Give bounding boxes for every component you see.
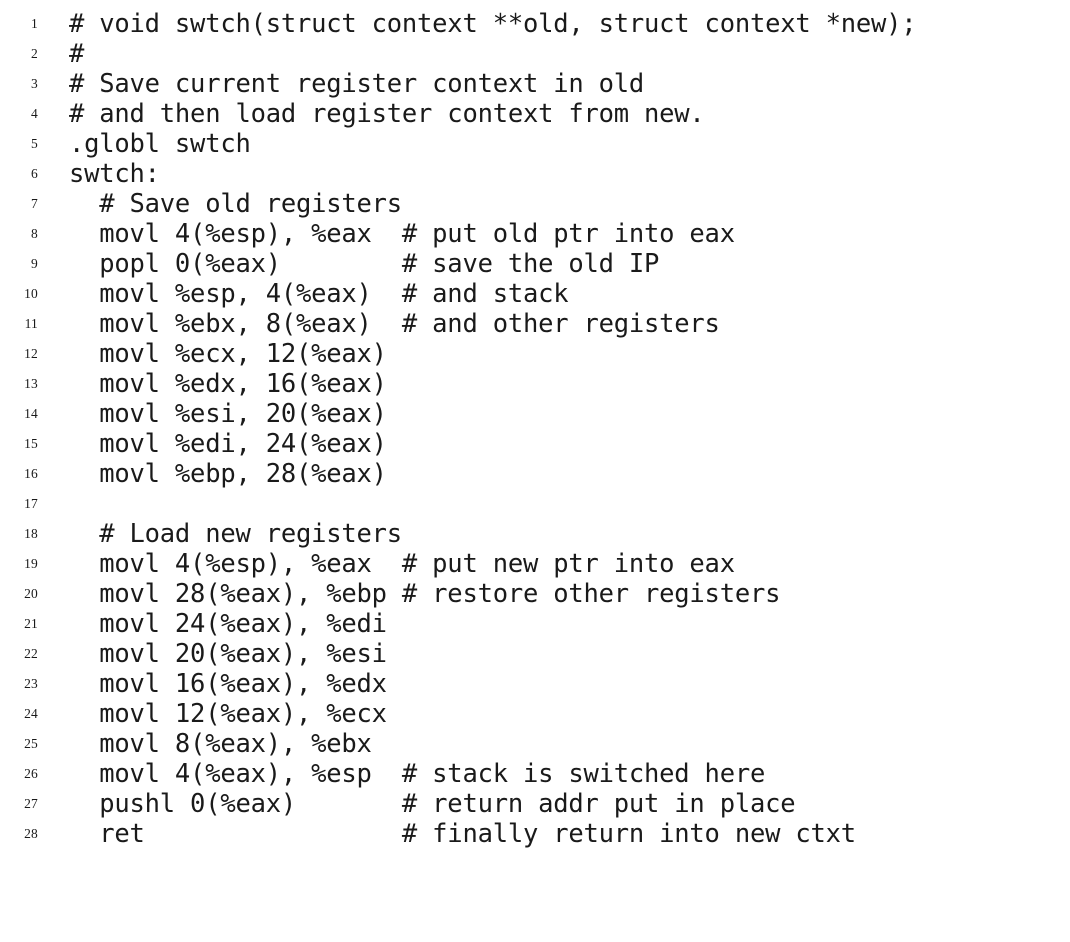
- line-number: 6: [31, 166, 38, 181]
- line-number: 12: [24, 346, 38, 361]
- line-code: movl 4(%esp), %eax # put old ptr into ea…: [69, 219, 735, 249]
- line-code: movl %edx, 16(%eax): [69, 369, 387, 399]
- line-number: 21: [24, 616, 38, 631]
- line-number: 10: [24, 286, 38, 301]
- code-line: 27 pushl 0(%eax) # return addr put in pl…: [0, 789, 1070, 819]
- line-number: 19: [24, 556, 38, 571]
- code-line: 5 .globl swtch: [0, 129, 1070, 159]
- code-line: 18 # Load new registers: [0, 519, 1070, 549]
- code-line: 26 movl 4(%eax), %esp # stack is switche…: [0, 759, 1070, 789]
- code-line: 2#: [0, 39, 1070, 69]
- line-code: #: [69, 39, 85, 69]
- line-code: movl %esi, 20(%eax): [69, 399, 387, 429]
- code-line: 21 movl 24(%eax), %edi: [0, 609, 1070, 639]
- code-line: 7 # Save old registers: [0, 189, 1070, 219]
- code-line: 14 movl %esi, 20(%eax): [0, 399, 1070, 429]
- line-code: # Load new registers: [69, 519, 402, 549]
- line-number: 18: [24, 526, 38, 541]
- line-code: movl 24(%eax), %edi: [69, 609, 387, 639]
- code-line: 17: [0, 489, 1070, 519]
- line-code: movl 16(%eax), %edx: [69, 669, 387, 699]
- code-line: 16 movl %ebp, 28(%eax): [0, 459, 1070, 489]
- line-code: movl 4(%esp), %eax # put new ptr into ea…: [69, 549, 735, 579]
- line-code: ret # finally return into new ctxt: [69, 819, 856, 849]
- code-line: 22 movl 20(%eax), %esi: [0, 639, 1070, 669]
- code-line: 24 movl 12(%eax), %ecx: [0, 699, 1070, 729]
- line-number: 15: [24, 436, 38, 451]
- line-number: 14: [24, 406, 38, 421]
- code-line: 23 movl 16(%eax), %edx: [0, 669, 1070, 699]
- line-number: 3: [31, 76, 38, 91]
- line-number: 1: [31, 16, 38, 31]
- code-line: 11 movl %ebx, 8(%eax) # and other regist…: [0, 309, 1070, 339]
- code-line: 28 ret # finally return into new ctxt: [0, 819, 1070, 849]
- line-number: 9: [31, 256, 38, 271]
- line-number: 16: [24, 466, 38, 481]
- code-line: 6 swtch:: [0, 159, 1070, 189]
- code-line: 25 movl 8(%eax), %ebx: [0, 729, 1070, 759]
- code-line: 12 movl %ecx, 12(%eax): [0, 339, 1070, 369]
- line-code: movl %esp, 4(%eax) # and stack: [69, 279, 569, 309]
- code-line: 3 # Save current register context in old: [0, 69, 1070, 99]
- line-number: 2: [31, 46, 38, 61]
- code-line: 10 movl %esp, 4(%eax) # and stack: [0, 279, 1070, 309]
- line-number: 7: [31, 196, 38, 211]
- line-number: 4: [31, 106, 38, 121]
- code-line: 19 movl 4(%esp), %eax # put new ptr into…: [0, 549, 1070, 579]
- line-number: 27: [24, 796, 38, 811]
- line-code: movl 4(%eax), %esp # stack is switched h…: [69, 759, 766, 789]
- code-line: 13 movl %edx, 16(%eax): [0, 369, 1070, 399]
- line-code: movl 12(%eax), %ecx: [69, 699, 387, 729]
- code-line: 15 movl %edi, 24(%eax): [0, 429, 1070, 459]
- line-code: popl 0(%eax) # save the old IP: [69, 249, 660, 279]
- line-number: 22: [24, 646, 38, 661]
- line-number: 11: [24, 316, 38, 331]
- line-code: # Save old registers: [69, 189, 402, 219]
- code-line: 20 movl 28(%eax), %ebp # restore other r…: [0, 579, 1070, 609]
- line-code: pushl 0(%eax) # return addr put in place: [69, 789, 796, 819]
- line-code: swtch:: [69, 159, 160, 189]
- line-code: # void swtch(struct context **old, struc…: [69, 9, 917, 39]
- line-number: 28: [24, 826, 38, 841]
- line-number: 8: [31, 226, 38, 241]
- code-line: 8 movl 4(%esp), %eax # put old ptr into …: [0, 219, 1070, 249]
- line-number: 24: [24, 706, 38, 721]
- line-code: .globl swtch: [69, 129, 251, 159]
- line-number: 13: [24, 376, 38, 391]
- line-code: movl %ebp, 28(%eax): [69, 459, 387, 489]
- line-code: # and then load register context from ne…: [69, 99, 705, 129]
- line-code: movl %ebx, 8(%eax) # and other registers: [69, 309, 720, 339]
- line-number: 17: [24, 496, 38, 511]
- line-code: movl 8(%eax), %ebx: [69, 729, 372, 759]
- line-number: 20: [24, 586, 38, 601]
- line-code: movl 28(%eax), %ebp # restore other regi…: [69, 579, 781, 609]
- line-number: 26: [24, 766, 38, 781]
- line-number: 25: [24, 736, 38, 751]
- code-line: 4 # and then load register context from n…: [0, 99, 1070, 129]
- line-number: 23: [24, 676, 38, 691]
- line-code: # Save current register context in old: [69, 69, 645, 99]
- line-number: 5: [31, 136, 38, 151]
- line-code: movl 20(%eax), %esi: [69, 639, 387, 669]
- code-lines-container: 1 # void swtch(struct context **old, stru…: [0, 9, 1070, 849]
- line-code: movl %edi, 24(%eax): [69, 429, 387, 459]
- code-line: 1 # void swtch(struct context **old, stru…: [0, 9, 1070, 39]
- line-code: movl %ecx, 12(%eax): [69, 339, 387, 369]
- code-line: 9 popl 0(%eax) # save the old IP: [0, 249, 1070, 279]
